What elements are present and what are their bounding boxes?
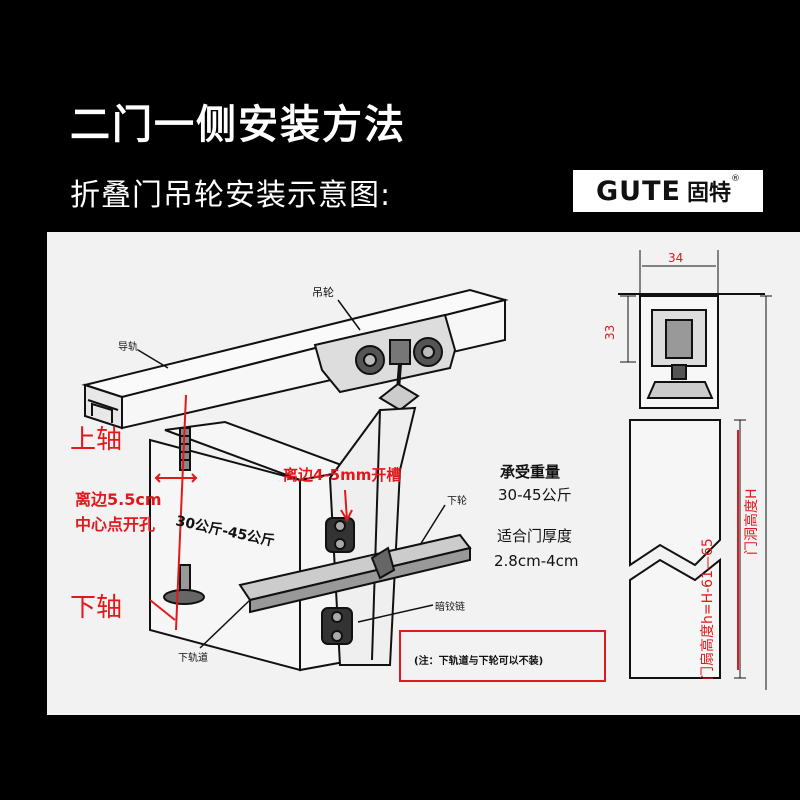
note-box bbox=[399, 630, 606, 682]
dimension-33: 33 bbox=[603, 325, 617, 340]
dimension-lines bbox=[620, 250, 772, 690]
label-door-height: 门扇高度h=H-61—65 bbox=[699, 538, 716, 680]
red-markup-lines bbox=[149, 394, 353, 631]
logo-text-cn: 固特 bbox=[686, 181, 731, 206]
label-opening-height: 门洞高度H bbox=[743, 488, 760, 555]
label-lower-axis: 下轴 bbox=[70, 593, 122, 623]
dimension-34: 34 bbox=[668, 251, 683, 265]
rail-cross-section bbox=[618, 293, 765, 409]
label-hidden-hinge: 暗铰链 bbox=[435, 600, 465, 613]
label-center-hole: 中心点开孔 bbox=[75, 515, 155, 534]
hanging-wheel-assembly bbox=[313, 313, 457, 412]
label-weight-value: 30-45公斤 bbox=[498, 486, 572, 504]
leader-lines bbox=[137, 299, 446, 649]
note-text: (注：下轨道与下轮可以不装) bbox=[414, 654, 543, 667]
page-title: 二门一侧安装方法 bbox=[70, 102, 406, 148]
label-slot-note: 离边4-5mm开槽 bbox=[283, 466, 401, 484]
logo-registered-mark: ® bbox=[730, 174, 740, 184]
label-guide-rail: 导轨 bbox=[118, 340, 138, 353]
label-upper-axis: 上轴 bbox=[70, 425, 122, 455]
label-weight-title: 承受重量 bbox=[500, 463, 560, 481]
hidden-hinges bbox=[321, 517, 355, 645]
door-cross-section bbox=[629, 419, 721, 679]
brand-logo: GUTE 固特 ® bbox=[573, 170, 763, 212]
label-lower-track: 下轨道 bbox=[178, 651, 208, 664]
diagram-subtitle: 折叠门吊轮安装示意图: bbox=[70, 178, 392, 213]
lower-axis-pin bbox=[163, 564, 205, 605]
label-hanging-wheel: 吊轮 bbox=[312, 285, 334, 299]
label-thickness-title: 适合门厚度 bbox=[497, 527, 572, 545]
label-edge-5-5cm: 离边5.5cm bbox=[75, 490, 162, 509]
logo-text-en: GUTE bbox=[596, 175, 681, 207]
lower-track bbox=[238, 533, 472, 614]
label-thickness-value: 2.8cm-4cm bbox=[494, 552, 579, 570]
label-lower-wheel: 下轮 bbox=[447, 494, 467, 507]
